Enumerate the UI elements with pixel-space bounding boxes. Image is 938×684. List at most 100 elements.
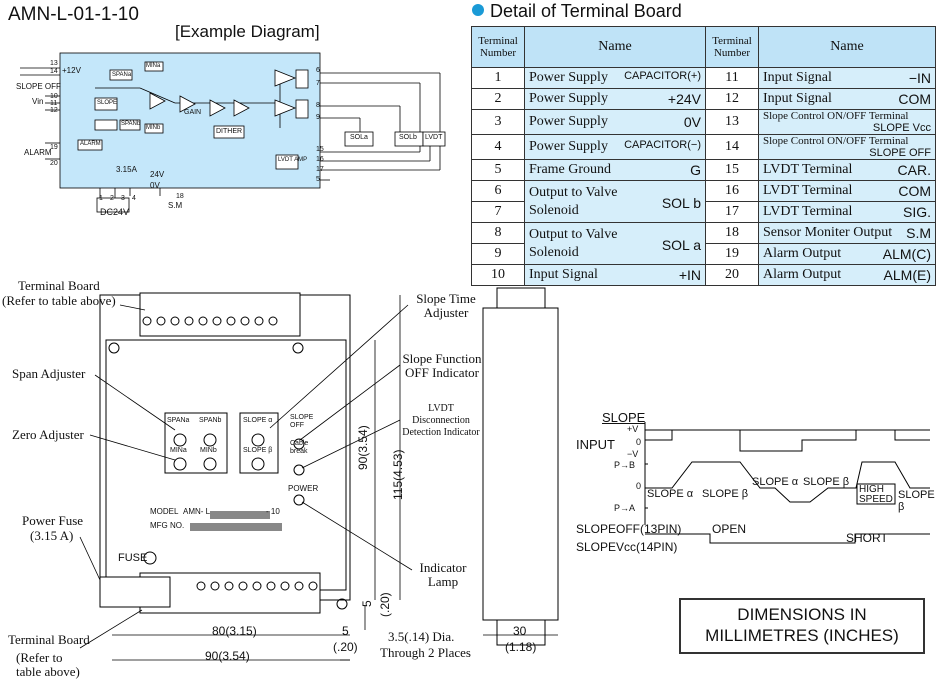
lvdt-block — [422, 131, 446, 147]
circuit-alarm: ALARM — [24, 148, 52, 157]
dim-30: 30 — [513, 624, 527, 638]
circuit-diagram — [20, 52, 446, 213]
model-label: MODEL — [150, 507, 179, 516]
circuit-pin-1: 1 — [99, 195, 103, 202]
circuit-dither: DITHER — [216, 128, 243, 135]
circuit-min-a: MINa — [146, 63, 161, 69]
slope-pv: +V — [627, 424, 639, 434]
dim-30-in: (1.18) — [505, 640, 537, 654]
detail-title: Detail of Terminal Board — [472, 1, 682, 22]
circuit-blocks — [77, 61, 446, 170]
circuit-sm: S.M — [168, 201, 183, 210]
slope-beta-text: SLOPE β — [243, 447, 273, 454]
circuit-0v: 0V — [150, 181, 160, 190]
terminal-table: Terminal Number Name Terminal Number Nam… — [471, 26, 936, 286]
col-terminal-number-2: Terminal Number — [705, 26, 759, 68]
circuit-slope-box: SLOPE — [97, 100, 118, 106]
example-diagram-title: [Example Diagram] — [175, 22, 320, 41]
dim-5-v: 5 — [360, 600, 374, 607]
slope-beta-2: SLOPE β — [803, 476, 850, 488]
slope-title: SLOPE — [602, 410, 646, 425]
output-waveform — [645, 461, 930, 503]
minb-text: MINb — [200, 447, 217, 454]
col-name-2: Name — [758, 26, 936, 68]
trimmers — [108, 342, 348, 610]
slope-short: SHORT — [846, 531, 888, 545]
input-waveform — [645, 429, 930, 452]
circuit-gain: GAIN — [184, 109, 202, 116]
circuit-pin-6: 6 — [316, 67, 320, 74]
cable-break-led — [293, 464, 305, 476]
slope-pa: P→A — [614, 503, 636, 513]
dim-5-in: (.20) — [333, 640, 358, 654]
circuit-alarm-box: ALARM — [80, 141, 101, 147]
sol-a-block — [344, 131, 374, 147]
slope-alpha-2: SLOPE α — [752, 476, 799, 488]
slope-timing-diagram — [644, 422, 930, 544]
circuit-vin: Vin — [32, 97, 44, 106]
slope-input: INPUT — [576, 437, 615, 452]
hole-label-2: Through 2 Places — [380, 645, 471, 660]
circuit-lvdt: LVDT — [425, 134, 443, 141]
mina-text: MINa — [170, 447, 187, 454]
dim-90-width: 90(3.54) — [205, 649, 250, 663]
circuit-pin-2: 2 — [110, 195, 114, 202]
span-adjuster-label: Span Adjuster — [12, 366, 86, 381]
screws — [142, 316, 318, 591]
top-terminal-block — [139, 292, 301, 337]
power-fuse-label: Power Fuse — [22, 513, 84, 528]
circuit-12v: +12V — [62, 66, 81, 75]
units-line-2: MILLIMETRES (INCHES) — [705, 626, 899, 645]
dim-90-height: 90(3.54) — [356, 425, 370, 470]
circuit-24v: 24V — [150, 170, 165, 179]
slope-alpha-text: SLOPE α — [243, 417, 273, 424]
dim-5: 5 — [342, 624, 349, 638]
circuit-pin-16: 16 — [316, 156, 324, 163]
slope-beta-1: SLOPE β — [702, 488, 749, 500]
power-led — [293, 494, 305, 506]
bullet-icon — [472, 4, 484, 16]
units-line-1: DIMENSIONS IN — [737, 605, 867, 624]
model-bar — [210, 511, 270, 519]
refer-bottom-label-1: (Refer to — [16, 650, 63, 665]
circuit-pin-15: 15 — [316, 146, 324, 153]
circuit-lvdt-amp: LVDT AMP — [278, 157, 308, 163]
slope-nv: −V — [627, 449, 639, 459]
detail-title-text: Detail of Terminal Board — [490, 1, 682, 21]
slope-beta-3: SLOPE β — [898, 489, 935, 513]
circuit-span-a: SPANa — [112, 72, 132, 78]
slope-zero-2: 0 — [636, 481, 642, 491]
terminal-board-top-label: Terminal Board — [18, 278, 100, 293]
model-title: AMN-L-01-1-10 — [8, 4, 139, 25]
fuse-rating-label: (3.15 A) — [30, 528, 74, 543]
slope-alpha-1: SLOPE α — [647, 488, 694, 500]
cable-break-text: Cable break — [290, 440, 309, 455]
fuse-label: FUSE — [118, 552, 148, 564]
units-box: DIMENSIONS IN MILLIMETRES (INCHES) — [679, 598, 925, 654]
col-terminal-number: Terminal Number — [471, 26, 525, 68]
circuit-wires — [20, 67, 441, 203]
model-suffix: - 10 — [266, 507, 280, 516]
mfg-bar — [190, 523, 282, 531]
circuit-solb: SOLb — [399, 134, 417, 141]
slope-block — [94, 97, 118, 111]
spana-text: SPANa — [167, 417, 190, 424]
slope-zero: 0 — [636, 437, 642, 447]
power-text: POWER — [288, 484, 319, 493]
